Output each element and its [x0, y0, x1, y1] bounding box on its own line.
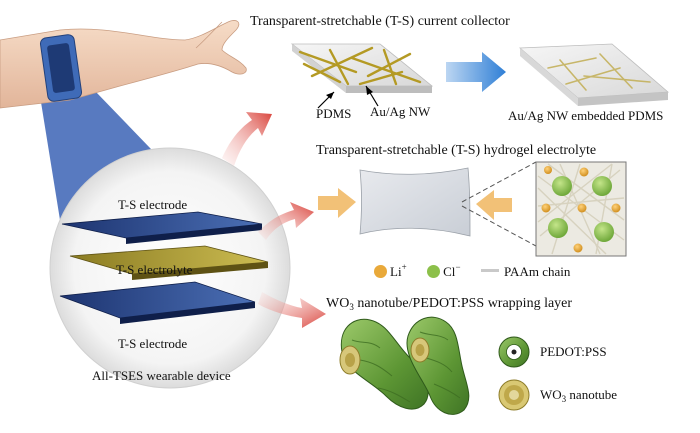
wo3-main: WO [540, 387, 562, 402]
ts-electrode-top-label: T-S electrode [118, 197, 188, 212]
chloride-ion-icon [427, 265, 441, 278]
legend-cl-charge: − [455, 262, 461, 272]
legend-paam: PAAm chain [504, 264, 571, 279]
electrolyte-title: Transparent-stretchable (T-S) hydrogel e… [316, 143, 597, 158]
ts-electrolyte-label: T-S electrolyte [116, 262, 193, 277]
layer-stack [59, 211, 269, 324]
pedot-label: PEDOT:PSS [540, 344, 607, 359]
au-ag-nw-label: Au/Ag NW [370, 104, 431, 119]
nanotube-illustration [339, 316, 470, 415]
blue-arrow [446, 52, 506, 92]
lithium-ion-icon [374, 265, 387, 278]
pdms-nanowire-slab [290, 43, 434, 109]
ts-electrode-bottom-label: T-S electrode [118, 336, 188, 351]
legend: Li+ Cl− PAAm chain [374, 262, 570, 280]
pdms-label: PDMS [316, 106, 352, 121]
wo3-nanotube-label: WO3 nanotube [540, 387, 617, 404]
hydrogel-sheet [318, 167, 512, 237]
wrapping-rest: nanotube/PEDOT:PSS wrapping layer [353, 296, 573, 311]
red-arrows [222, 112, 326, 328]
legend-li-charge: + [401, 262, 407, 272]
embedded-pdms-slab [518, 43, 670, 106]
wo3-rest: nanotube [566, 387, 618, 402]
embedded-pdms-label: Au/Ag NW embedded PDMS [508, 108, 664, 123]
device-label: All-TSES wearable device [92, 368, 231, 383]
hydrogel-zoom-box [535, 161, 627, 257]
wrapping-sub: 3 [349, 302, 354, 312]
arm-illustration [0, 20, 247, 109]
pedot-ring-icon [498, 336, 530, 368]
wo3-sub: 3 [561, 394, 567, 404]
current-collector-title: Transparent-stretchable (T-S) current co… [250, 14, 510, 29]
paam-chain-icon [481, 269, 500, 272]
wrapping-layer-title: WO3 nanotube/PEDOT:PSS wrapping layer [326, 296, 572, 312]
legend-cl: Cl [443, 264, 456, 279]
wrapping-main: WO [326, 296, 350, 311]
legend-li: Li [390, 264, 402, 279]
wo3-ring-icon [498, 379, 530, 411]
